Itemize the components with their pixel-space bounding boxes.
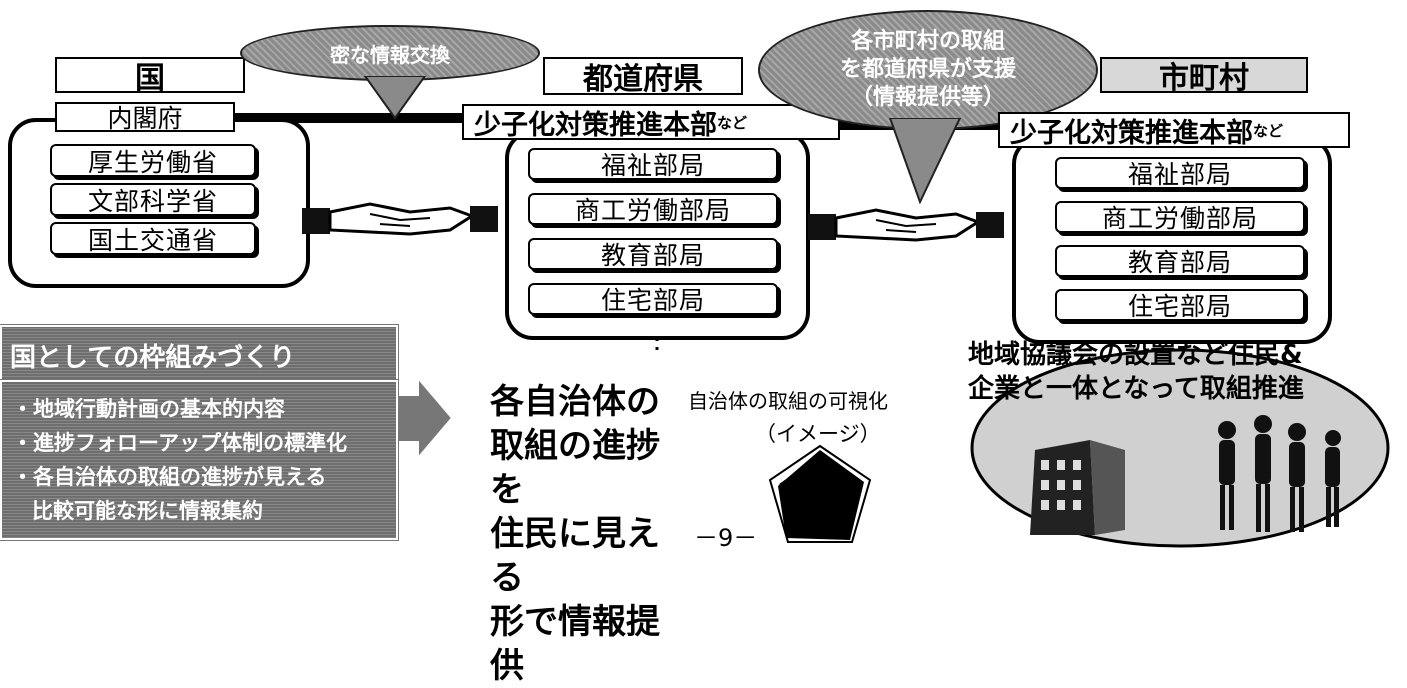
national-role-line-2: ・進捗フォローアップ体制の標準化 — [12, 431, 348, 455]
progress-text-line-3: 住民に見える — [490, 514, 660, 598]
support-bubble-line-2: を都道府県が支援 — [839, 57, 1016, 82]
community-line-1: 地域協議会の設置など住民& — [968, 340, 1303, 370]
national-role-title: 国としての枠組みづくり — [10, 342, 296, 373]
handshake-icon — [302, 202, 498, 236]
progress-text: 各自治体の 取組の進捗を 住民に見える 形で情報提供 — [490, 380, 690, 688]
info-exchange-bubble: 密な情報交換 — [240, 25, 540, 81]
prefecture-dept-commerce: 商工労働部局 — [528, 193, 778, 225]
ministry-mhlw: 厚生労働省 — [50, 144, 256, 177]
support-bubble: 各市町村の取組 を都道府県が支援 （情報提供等） — [758, 10, 1098, 130]
municipality-dept-commerce: 商工労働部局 — [1055, 201, 1305, 233]
national-role-line-4: 比較可能な形に情報集約 — [32, 499, 263, 523]
ministry-mlit: 国土交通省 — [50, 222, 256, 255]
big-right-arrow — [397, 375, 454, 461]
community-text: 地域協議会の設置など住民& 企業と一体となって取組推進 — [968, 338, 1304, 406]
support-bubble-line-1: 各市町村の取組 — [850, 29, 1005, 54]
progress-text-line-2: 取組の進捗を — [490, 426, 660, 510]
prefecture-dept-education: 教育部局 — [528, 238, 778, 270]
radar-chart-icon — [768, 444, 872, 543]
national-header: 国 — [55, 57, 245, 96]
info-exchange-label: 密な情報交換 — [330, 42, 450, 67]
national-role-box: ・地域行動計画の基本的内容 ・進捗フォローアップ体制の標準化 ・各自治体の取組の… — [0, 380, 398, 540]
handshake-icon-2 — [808, 208, 1004, 242]
prefecture-dept-welfare: 福祉部局 — [528, 148, 778, 180]
municipality-dept-housing: 住宅部局 — [1055, 289, 1305, 321]
support-bubble-tail — [888, 118, 962, 204]
municipality-hq-label: 少子化対策推進本部 — [1010, 117, 1253, 149]
info-exchange-bubble-tail — [363, 76, 427, 120]
visualization-title: 自治体の取組の可視化 — [688, 389, 888, 413]
national-role-line-3: ・各自治体の取組の進捗が見える — [12, 465, 327, 489]
progress-text-line-4: 形で情報提供 — [490, 602, 660, 686]
ministry-mext: 文部科学省 — [50, 183, 256, 216]
community-ellipse — [970, 348, 1390, 548]
cabinet-box: 内閣府 — [55, 102, 235, 133]
national-role-line-1: ・地域行動計画の基本的内容 — [12, 397, 285, 421]
prefecture-dept-housing: 住宅部局 — [528, 283, 778, 315]
municipality-dept-education: 教育部局 — [1055, 245, 1305, 277]
visualization-subtitle: （イメージ） — [755, 422, 881, 446]
page-number: －9－ — [694, 524, 758, 552]
prefecture-hq: 少子化対策推進本部など — [462, 104, 840, 141]
progress-text-line-1: 各自治体の — [490, 382, 660, 422]
cabinet-link-bar — [232, 113, 482, 123]
support-bubble-line-3: （情報提供等） — [850, 85, 1005, 110]
community-line-2: 企業と一体となって取組推進 — [968, 374, 1304, 404]
prefecture-hq-suffix: など — [717, 113, 748, 132]
prefecture-hq-label: 少子化対策推進本部 — [474, 109, 717, 141]
municipality-hq-suffix: など — [1253, 121, 1284, 140]
national-role-title-box: 国としての枠組みづくり — [0, 325, 398, 385]
municipality-header: 市町村 — [1100, 57, 1308, 96]
municipality-hq: 少子化対策推進本部など — [998, 112, 1350, 149]
prefecture-header: 都道府県 — [543, 57, 743, 97]
municipality-dept-welfare: 福祉部局 — [1055, 157, 1305, 189]
